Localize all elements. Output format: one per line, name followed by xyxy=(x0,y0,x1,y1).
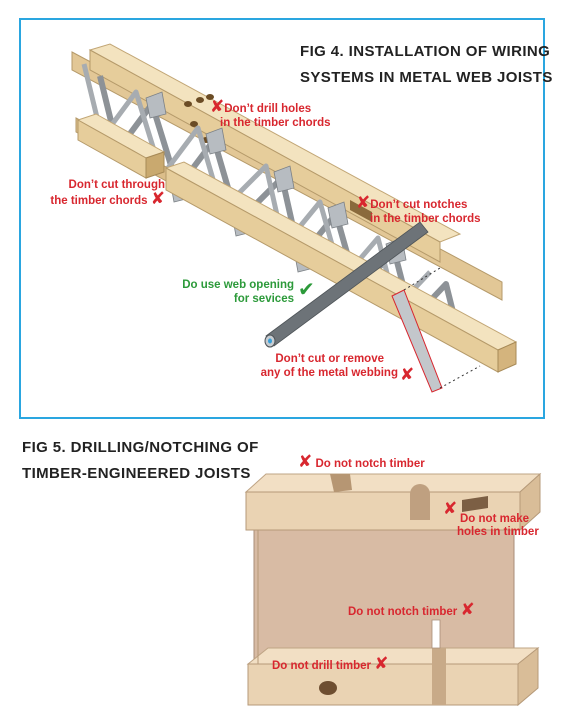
drill-label: Do not drill timber ✘ xyxy=(272,654,389,673)
notch-mid-label: Do not notch timber ✘ xyxy=(348,600,475,619)
fig5-title-line1: FIG 5. DRILLING/NOTCHING OF xyxy=(22,439,259,456)
holes-label-text: Do not make holes in timber xyxy=(457,513,539,538)
fig4-title-line2: SYSTEMS IN METAL WEB JOISTS xyxy=(300,69,553,86)
bottom-notch xyxy=(432,648,446,705)
web-opening-label: Do use web opening for sevices xyxy=(182,279,294,305)
cut-through-label: Don’t cut through the timber chords ✘ xyxy=(50,179,165,208)
cross-icon: ✘ xyxy=(460,600,475,619)
drill-holes-label: ✘Don’t drill holes in the timber chords xyxy=(210,97,331,129)
notch-top-label: ✘ Do not notch timber xyxy=(298,452,425,471)
fig4-joist-illustration xyxy=(71,43,518,393)
top-notch xyxy=(330,474,352,492)
holes-label: ✘ xyxy=(443,499,458,518)
bottom-chord-left-end xyxy=(145,151,165,179)
bottom-flange-end xyxy=(517,646,539,707)
top-flange-end xyxy=(519,472,541,532)
cross-icon: ✘ xyxy=(210,97,225,116)
rect-hole xyxy=(462,496,488,512)
metal-webbing-label: Don’t cut or remove any of the metal web… xyxy=(260,353,398,379)
bottom-hole xyxy=(319,681,337,695)
check-icon: ✔ xyxy=(298,279,315,301)
notches-label: ✘Don’t cut notches in the timber chords xyxy=(356,193,481,225)
cross-icon: ✘ xyxy=(356,193,371,212)
chord-notch xyxy=(350,200,372,222)
cross-icon: ✘ xyxy=(150,189,165,208)
web-slot xyxy=(431,619,441,649)
round-notch xyxy=(410,484,430,520)
cross-icon: ✘ xyxy=(443,499,458,518)
cross-icon: ✘ xyxy=(400,365,415,384)
cross-icon: ✘ xyxy=(298,452,313,471)
bottom-chord-right-end xyxy=(497,341,517,373)
fig5-title-line2: TIMBER-ENGINEERED JOISTS xyxy=(22,465,251,482)
top-flange-top xyxy=(244,473,542,493)
fig5-joist-illustration xyxy=(244,472,542,707)
cross-icon: ✘ xyxy=(374,654,389,673)
fig4-title-line1: FIG 4. INSTALLATION OF WIRING xyxy=(300,43,551,60)
removed-webbing xyxy=(391,267,481,393)
